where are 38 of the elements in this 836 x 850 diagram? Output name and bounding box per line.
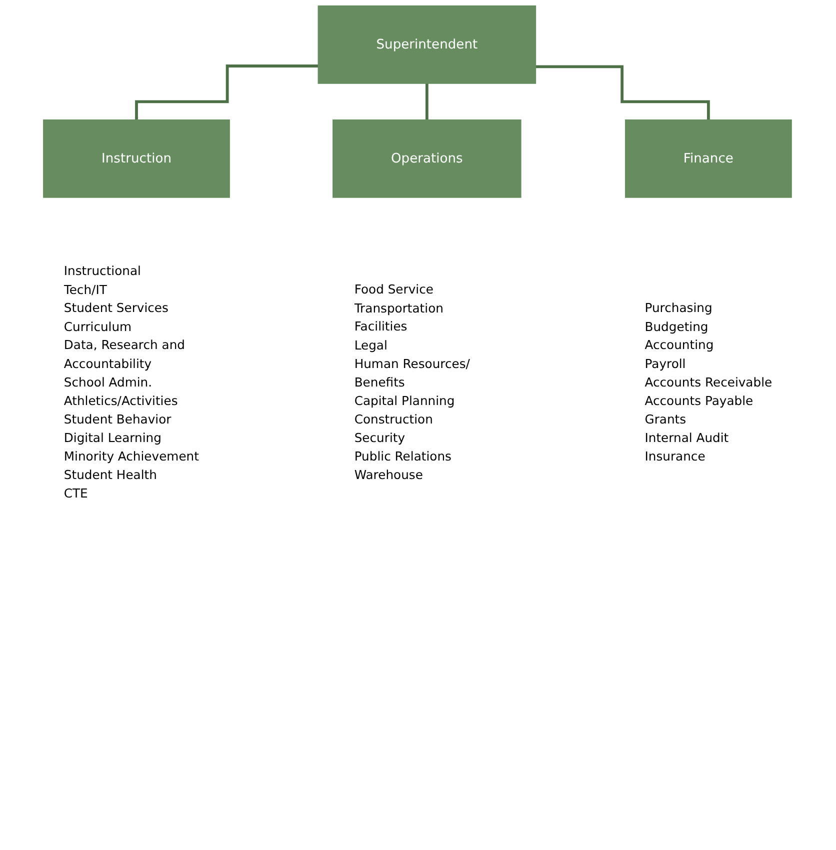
node-label: Accounts Payable	[644, 394, 754, 408]
node-label: Human Resources/ Benefits	[354, 356, 470, 390]
node-label: CTE	[64, 486, 88, 501]
node-box: Finance	[624, 119, 792, 198]
node-label: Student Services	[64, 301, 168, 316]
node-label: Food Service	[354, 282, 434, 298]
connector	[135, 64, 318, 122]
node-label: Security	[354, 430, 406, 446]
node-label: Curriculum	[64, 320, 132, 334]
node-label: Accounts Receivable	[644, 375, 772, 390]
node-label: Tech/IT	[64, 282, 107, 298]
node-label: Accounting	[644, 338, 714, 353]
node-label: Digital Learning	[64, 430, 162, 446]
node-box: Instruction	[43, 119, 230, 198]
node-label: Budgeting	[644, 320, 708, 334]
node-label: Internal Audit	[644, 430, 729, 446]
connector	[425, 82, 428, 122]
node-box: Superintendent	[318, 5, 536, 84]
connector	[536, 65, 710, 122]
node-label: Payroll	[644, 356, 686, 372]
node-box: Operations	[332, 119, 522, 198]
node-label: Student Behavior	[64, 412, 172, 427]
node-label: Student Health	[64, 468, 157, 482]
node-label: Transportation	[354, 301, 444, 316]
node-label: Purchasing	[644, 301, 712, 316]
node-label: Legal	[354, 338, 388, 353]
node-label: Capital Planning	[354, 394, 455, 408]
node-label: Minority Achievement	[64, 449, 199, 464]
node-label: Grants	[644, 412, 686, 427]
node-label: Data, Research and Accountability	[64, 338, 185, 372]
node-label: Athletics/Activities	[64, 394, 178, 408]
node-label: Facilities	[354, 320, 408, 334]
node-label: School Admin.	[64, 375, 152, 390]
node-label: Construction	[354, 412, 433, 427]
node-label: Public Relations	[354, 449, 452, 464]
node-label: Insurance	[644, 449, 706, 464]
node-label: Instructional	[64, 264, 141, 279]
node-label: Warehouse	[354, 468, 423, 482]
